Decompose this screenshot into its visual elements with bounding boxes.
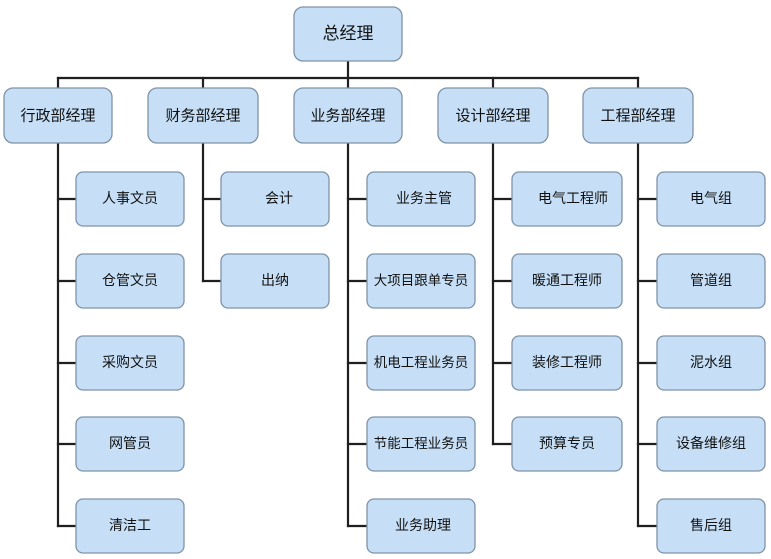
department-node-label: 业务部经理 — [310, 107, 385, 125]
staff-node-box — [366, 416, 476, 472]
staff-node: 出纳 — [220, 253, 330, 309]
staff-node-label: 出纳 — [261, 273, 289, 289]
staff-node-box — [366, 171, 476, 227]
staff-node: 机电工程业务员 — [366, 335, 476, 391]
staff-node-label: 会计 — [265, 191, 293, 207]
staff-node-label: 节能工程业务员 — [374, 436, 469, 452]
staff-node-box — [511, 416, 623, 472]
staff-node-label: 仓管文员 — [102, 273, 158, 289]
staff-node-box — [75, 335, 185, 391]
department-node-design: 设计部经理 — [437, 87, 549, 144]
staff-node-box — [75, 253, 185, 309]
staff-node: 电气工程师 — [511, 171, 623, 227]
staff-node-box — [220, 253, 330, 309]
staff-node-label: 管道组 — [690, 273, 732, 289]
staff-node-box — [75, 171, 185, 227]
root-node-label: 总经理 — [323, 24, 374, 44]
staff-node-box — [656, 253, 766, 309]
staff-node-box — [366, 253, 476, 309]
staff-node-label: 暖通工程师 — [532, 273, 602, 289]
department-node-engineering: 工程部经理 — [582, 87, 694, 144]
staff-node-label: 人事文员 — [102, 191, 158, 207]
staff-node-box — [656, 416, 766, 472]
department-node-label: 财务部经理 — [165, 107, 240, 125]
department-node-box — [437, 87, 549, 144]
staff-node-box — [366, 335, 476, 391]
staff-node-label: 装修工程师 — [532, 355, 602, 371]
staff-node-label: 设备维修组 — [676, 435, 746, 452]
department-node-box — [293, 87, 403, 144]
department-node-label: 行政部经理 — [20, 107, 95, 125]
staff-node-label: 采购文员 — [102, 355, 158, 371]
staff-node: 网管员 — [75, 416, 185, 472]
staff-node-box — [511, 253, 623, 309]
staff-node-label: 网管员 — [109, 436, 151, 452]
staff-node: 暖通工程师 — [511, 253, 623, 309]
staff-node-box — [75, 498, 185, 554]
staff-node: 大项目跟单专员 — [366, 253, 476, 309]
staff-node-box — [511, 171, 623, 227]
staff-node-box — [656, 171, 766, 227]
department-node-finance: 财务部经理 — [147, 87, 259, 144]
staff-node: 售后组 — [656, 498, 766, 554]
staff-node-label: 业务主管 — [396, 191, 452, 207]
staff-node: 管道组 — [656, 253, 766, 309]
department-node-label: 设计部经理 — [455, 107, 530, 125]
department-node-admin: 行政部经理 — [3, 87, 113, 144]
staff-node: 人事文员 — [75, 171, 185, 227]
root-node: 总经理 — [293, 6, 403, 62]
department-node-business: 业务部经理 — [293, 87, 403, 144]
staff-node-box — [656, 335, 766, 391]
connector-lines — [56, 59, 659, 528]
staff-node: 仓管文员 — [75, 253, 185, 309]
department-node-box — [3, 87, 113, 144]
staff-node: 业务主管 — [366, 171, 476, 227]
department-node-label: 工程部经理 — [600, 107, 675, 125]
staff-node: 泥水组 — [656, 335, 766, 391]
staff-node: 会计 — [220, 171, 330, 227]
root-node-box — [293, 6, 403, 62]
staff-node-label: 售后组 — [690, 518, 732, 534]
staff-node-box — [656, 498, 766, 554]
department-node-box — [582, 87, 694, 144]
staff-node: 业务助理 — [366, 498, 476, 554]
staff-node: 电气组 — [656, 171, 766, 227]
staff-node-label: 机电工程业务员 — [374, 355, 469, 371]
staff-node: 清洁工 — [75, 498, 185, 554]
staff-node: 节能工程业务员 — [366, 416, 476, 472]
staff-node: 预算专员 — [511, 416, 623, 472]
staff-node-label: 大项目跟单专员 — [374, 273, 469, 289]
staff-node-box — [511, 335, 623, 391]
staff-node-box — [75, 416, 185, 472]
staff-node: 装修工程师 — [511, 335, 623, 391]
staff-node-label: 电气工程师 — [538, 191, 608, 207]
staff-node-label: 业务助理 — [395, 518, 451, 534]
staff-node-box — [220, 171, 330, 227]
department-node-box — [147, 87, 259, 144]
staff-node: 设备维修组 — [656, 416, 766, 472]
staff-node-box — [366, 498, 476, 554]
staff-node: 采购文员 — [75, 335, 185, 391]
staff-node-label: 预算专员 — [539, 436, 595, 452]
staff-node-label: 泥水组 — [690, 355, 732, 371]
staff-node-label: 清洁工 — [109, 518, 151, 534]
staff-node-label: 电气组 — [690, 191, 732, 207]
